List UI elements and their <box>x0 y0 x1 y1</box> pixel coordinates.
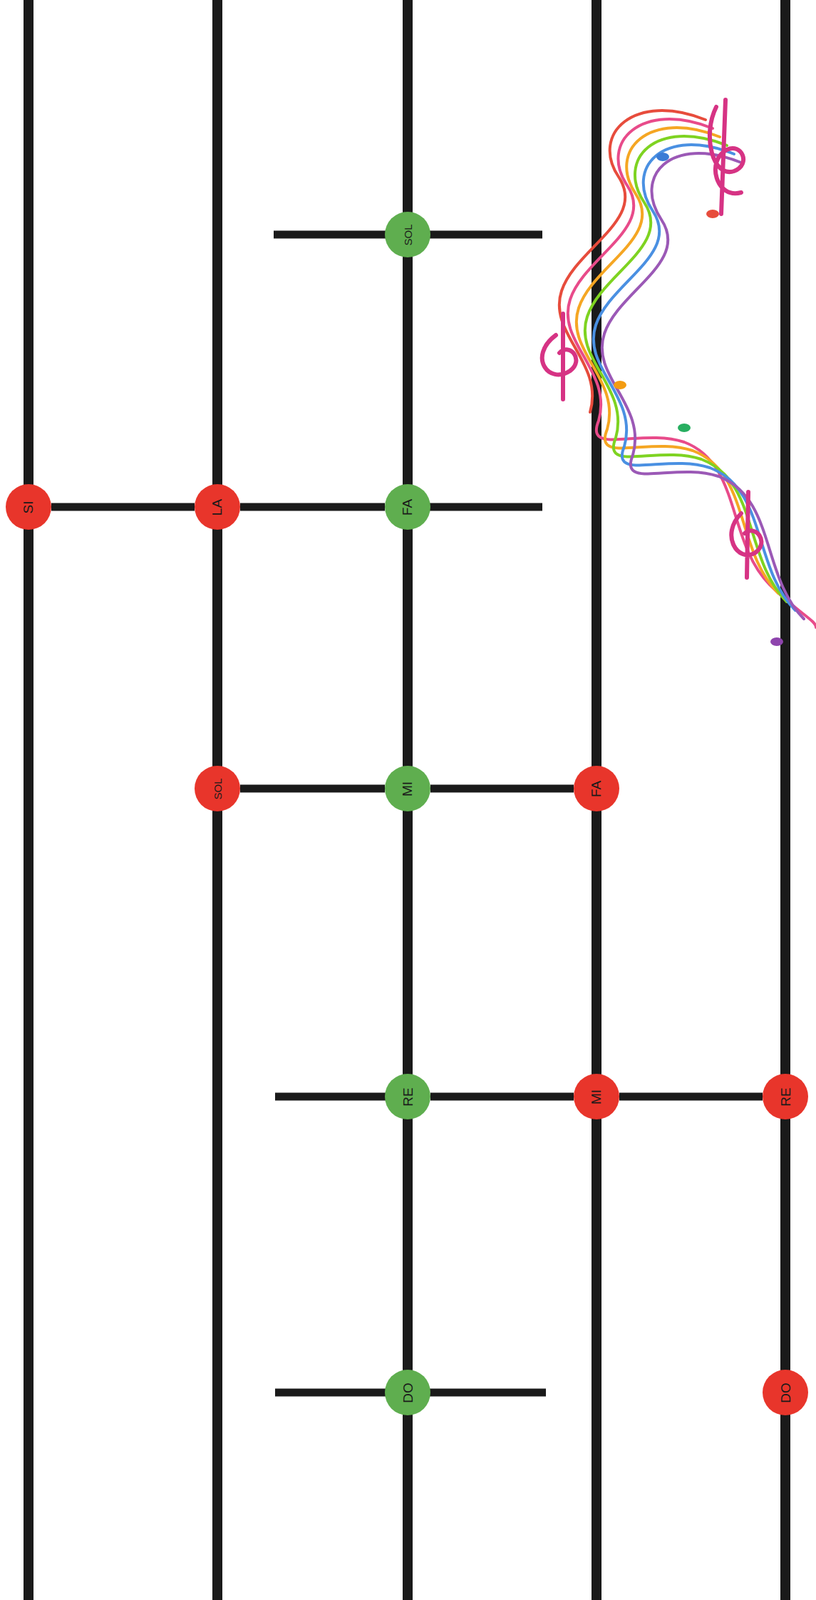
note-circle: DO <box>762 1369 809 1415</box>
note-circle: SOL <box>384 211 431 258</box>
staff-line <box>402 811 413 1074</box>
staff-line <box>212 529 223 766</box>
note-label: RE <box>401 1086 415 1106</box>
staff-line <box>240 784 385 793</box>
staff-line <box>240 503 385 511</box>
staff-line <box>430 784 574 793</box>
note-label: MI <box>400 780 415 796</box>
note-label: FA <box>589 779 603 797</box>
note-circle: LA <box>194 483 241 530</box>
staff-line <box>402 257 413 484</box>
note-label: FA <box>400 498 415 515</box>
note-label: SOL <box>211 777 223 799</box>
note-label: MI <box>589 1088 603 1104</box>
note-circle: RE <box>384 1073 431 1119</box>
note-label: SI <box>21 500 35 514</box>
note-circle: RE <box>762 1073 809 1119</box>
note-symbol <box>613 152 784 646</box>
note-circle: SOL <box>194 765 241 812</box>
staff-line <box>51 503 195 511</box>
vertical-line <box>780 0 791 1600</box>
staff-line <box>619 1092 763 1101</box>
clef-symbol <box>542 99 762 578</box>
staff-line <box>591 811 602 1074</box>
staff-line <box>430 1092 574 1101</box>
staff-line <box>402 529 413 766</box>
vertical-line <box>23 0 34 1600</box>
note-label: RE <box>778 1086 793 1106</box>
music-ribbon <box>559 110 816 628</box>
note-label: DO <box>778 1381 793 1403</box>
note-label: LA <box>210 498 225 515</box>
note-circle: SI <box>5 483 52 530</box>
note-label: SOL <box>401 223 413 246</box>
note-circle: FA <box>573 765 620 812</box>
note-label: DO <box>401 1381 415 1403</box>
staff-line <box>780 1118 791 1370</box>
note-circle: MI <box>384 765 431 812</box>
staff-line <box>402 1118 413 1370</box>
note-circle: DO <box>384 1369 431 1415</box>
note-circle: MI <box>573 1073 620 1119</box>
note-circle: FA <box>384 483 431 530</box>
